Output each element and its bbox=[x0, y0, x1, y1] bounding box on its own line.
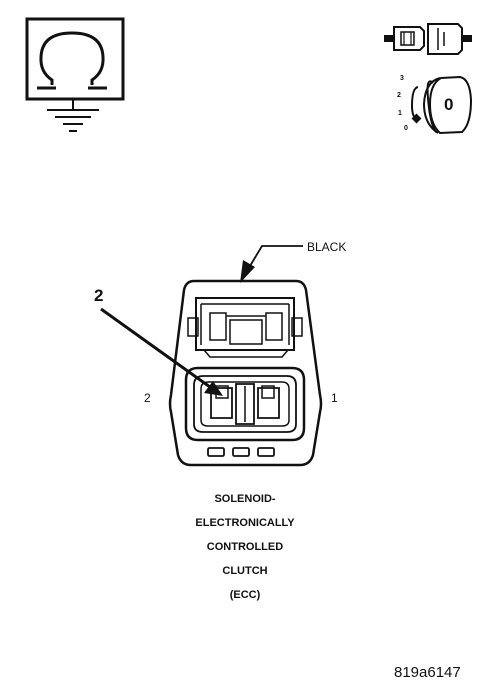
callout-number: 2 bbox=[94, 286, 104, 305]
ignition-position-3: 3 bbox=[400, 75, 404, 82]
caption-line-2: ELECTRONICALLY bbox=[195, 517, 295, 529]
ignition-position-2: 2 bbox=[397, 92, 401, 99]
component-caption: SOLENOID- ELECTRONICALLY CONTROLLED CLUT… bbox=[140, 487, 350, 607]
caption-line-3: CONTROLLED bbox=[206, 541, 284, 553]
figure-id: 819a6147 bbox=[394, 664, 461, 681]
ignition-position-0: 0 bbox=[404, 125, 408, 132]
ignition-position-1: 1 bbox=[398, 110, 402, 117]
caption-line-5: (ECC) bbox=[229, 589, 261, 601]
pin-label-left: 2 bbox=[144, 391, 151, 405]
ignition-key-label: 0 bbox=[444, 95, 454, 114]
caption-line-1: SOLENOID- bbox=[214, 493, 276, 505]
wire-color-label: BLACK bbox=[307, 240, 347, 254]
caption-line-4: CLUTCH bbox=[222, 565, 268, 577]
pin-label-right: 1 bbox=[331, 391, 338, 405]
